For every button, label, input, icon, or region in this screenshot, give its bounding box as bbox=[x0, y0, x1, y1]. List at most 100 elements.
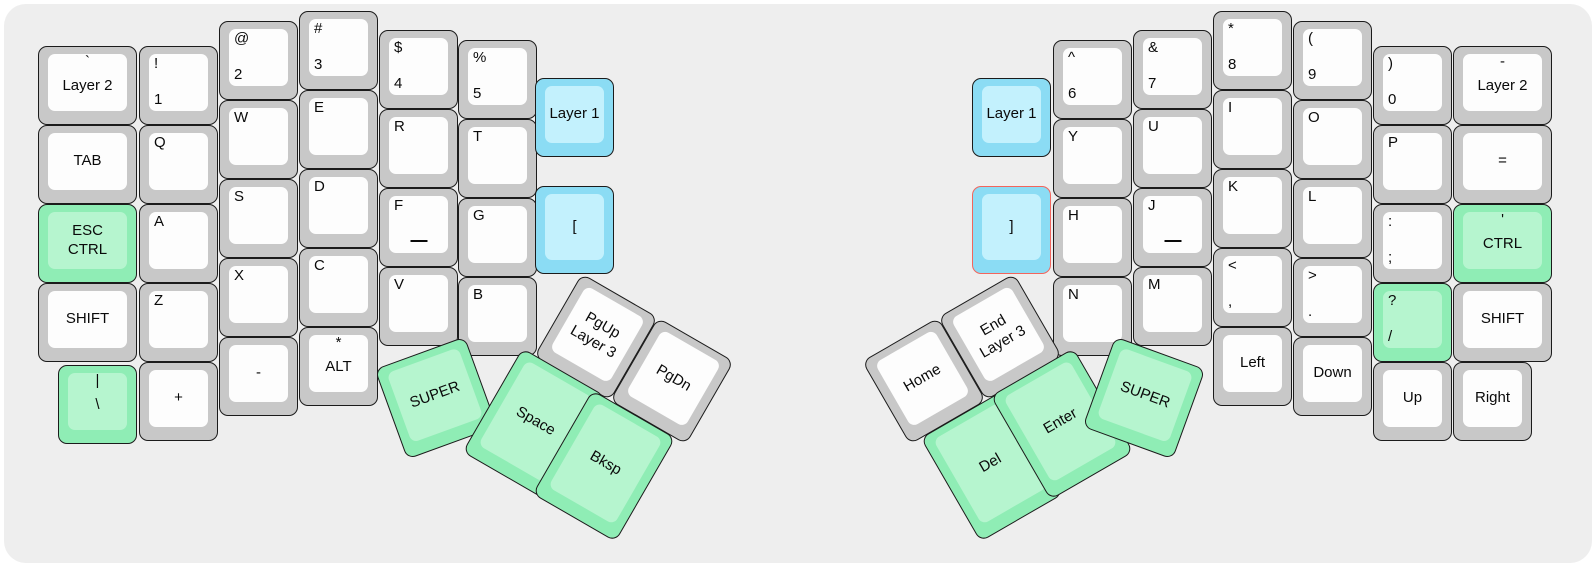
keycap-face bbox=[309, 177, 368, 234]
key-plus[interactable]: + bbox=[139, 362, 218, 441]
key-2-at[interactable]: @2 bbox=[219, 21, 298, 100]
keycap-face bbox=[1303, 266, 1362, 323]
key-down[interactable]: Down bbox=[1293, 337, 1372, 416]
keycap-face bbox=[1063, 48, 1122, 105]
key-e[interactable]: E bbox=[299, 90, 378, 169]
keycap-face bbox=[389, 275, 448, 332]
key-w[interactable]: W bbox=[219, 100, 298, 179]
key-esc-ctrl[interactable]: ESC CTRL bbox=[38, 204, 137, 283]
keycap-face bbox=[68, 373, 127, 430]
key-shift-left[interactable]: SHIFT bbox=[38, 283, 137, 362]
key-minus[interactable]: - bbox=[219, 337, 298, 416]
keycap-face bbox=[149, 212, 208, 269]
keycap-face bbox=[389, 196, 448, 253]
keycap-face bbox=[1383, 54, 1442, 111]
key-tab[interactable]: TAB bbox=[38, 125, 137, 204]
key-bracket-right[interactable]: ] bbox=[972, 186, 1051, 274]
key-pipe-backslash[interactable]: |\ bbox=[58, 365, 137, 444]
keycap-face bbox=[1223, 335, 1282, 392]
keycap-face bbox=[1303, 345, 1362, 402]
key-comma[interactable]: <, bbox=[1213, 248, 1292, 327]
keycap-face bbox=[1303, 29, 1362, 86]
key-s[interactable]: S bbox=[219, 179, 298, 258]
key-j[interactable]: J bbox=[1133, 188, 1212, 267]
key-6-caret[interactable]: ^6 bbox=[1053, 40, 1132, 119]
keycap-face bbox=[982, 194, 1041, 260]
keycap-face bbox=[229, 345, 288, 402]
key-8-star[interactable]: *8 bbox=[1213, 11, 1292, 90]
key-layer2-minus[interactable]: -Layer 2 bbox=[1453, 46, 1552, 125]
keycap-face bbox=[468, 285, 527, 342]
keycap-face bbox=[1303, 108, 1362, 165]
key-alt[interactable]: *ALT bbox=[299, 327, 378, 406]
key-k[interactable]: K bbox=[1213, 169, 1292, 248]
key-u[interactable]: U bbox=[1133, 109, 1212, 188]
keycap-face bbox=[1463, 291, 1542, 348]
keycap-face bbox=[1063, 285, 1122, 342]
key-layer2-backtick[interactable]: `Layer 2 bbox=[38, 46, 137, 125]
key-b[interactable]: B bbox=[458, 277, 537, 356]
keycap-face bbox=[1223, 19, 1282, 76]
key-d[interactable]: D bbox=[299, 169, 378, 248]
keycap-face bbox=[1096, 347, 1194, 443]
keycap-face bbox=[1223, 256, 1282, 313]
keycap-face bbox=[1143, 38, 1202, 95]
key-semicolon[interactable]: :; bbox=[1373, 204, 1452, 283]
key-9-paren[interactable]: (9 bbox=[1293, 21, 1372, 100]
keycap-face bbox=[982, 86, 1041, 143]
keycap-face bbox=[229, 29, 288, 86]
key-o[interactable]: O bbox=[1293, 100, 1372, 179]
key-t[interactable]: T bbox=[458, 119, 537, 198]
key-i[interactable]: I bbox=[1213, 90, 1292, 169]
key-7-amp[interactable]: &7 bbox=[1133, 30, 1212, 109]
key-f[interactable]: F bbox=[379, 188, 458, 267]
keycap-face bbox=[149, 133, 208, 190]
key-g[interactable]: G bbox=[458, 198, 537, 277]
keycap-face bbox=[48, 291, 127, 348]
key-x[interactable]: X bbox=[219, 258, 298, 337]
key-slash[interactable]: ?/ bbox=[1373, 283, 1452, 362]
key-5-percent[interactable]: %5 bbox=[458, 40, 537, 119]
keycap-face bbox=[389, 117, 448, 174]
keycap-face bbox=[1223, 177, 1282, 234]
keycap-face bbox=[1463, 133, 1542, 190]
key-q[interactable]: Q bbox=[139, 125, 218, 204]
keycap-face bbox=[1463, 212, 1542, 269]
keycap-face bbox=[309, 335, 368, 392]
key-period[interactable]: >. bbox=[1293, 258, 1372, 337]
key-r[interactable]: R bbox=[379, 109, 458, 188]
key-p[interactable]: P bbox=[1373, 125, 1452, 204]
key-a[interactable]: A bbox=[139, 204, 218, 283]
keycap-face bbox=[229, 187, 288, 244]
key-0-paren[interactable]: )0 bbox=[1373, 46, 1452, 125]
key-z[interactable]: Z bbox=[139, 283, 218, 362]
key-layer1-right[interactable]: Layer 1 bbox=[972, 78, 1051, 157]
key-layer1-left[interactable]: Layer 1 bbox=[535, 78, 614, 157]
key-ctrl-quote[interactable]: 'CTRL bbox=[1453, 204, 1552, 283]
key-equals[interactable]: = bbox=[1453, 125, 1552, 204]
key-shift-right[interactable]: SHIFT bbox=[1453, 283, 1552, 362]
key-4-dollar[interactable]: $4 bbox=[379, 30, 458, 109]
key-3-hash[interactable]: #3 bbox=[299, 11, 378, 90]
key-c[interactable]: C bbox=[299, 248, 378, 327]
key-y[interactable]: Y bbox=[1053, 119, 1132, 198]
key-up[interactable]: Up bbox=[1373, 362, 1452, 441]
key-left[interactable]: Left bbox=[1213, 327, 1292, 406]
keycap-face bbox=[468, 48, 527, 105]
keycap-face bbox=[545, 194, 604, 260]
keycap-face bbox=[1463, 54, 1542, 111]
key-bracket-left[interactable]: [ bbox=[535, 186, 614, 274]
keycap-face bbox=[389, 38, 448, 95]
keycap-face bbox=[48, 212, 127, 269]
keycap-face bbox=[468, 127, 527, 184]
key-right[interactable]: Right bbox=[1453, 362, 1532, 441]
key-1-exclaim[interactable]: !1 bbox=[139, 46, 218, 125]
keycap-face bbox=[149, 291, 208, 348]
keycap-face bbox=[229, 266, 288, 323]
keycap-face bbox=[149, 370, 208, 427]
keycap-face bbox=[1143, 196, 1202, 253]
key-m[interactable]: M bbox=[1133, 267, 1212, 346]
key-h[interactable]: H bbox=[1053, 198, 1132, 277]
key-v[interactable]: V bbox=[379, 267, 458, 346]
key-l[interactable]: L bbox=[1293, 179, 1372, 258]
